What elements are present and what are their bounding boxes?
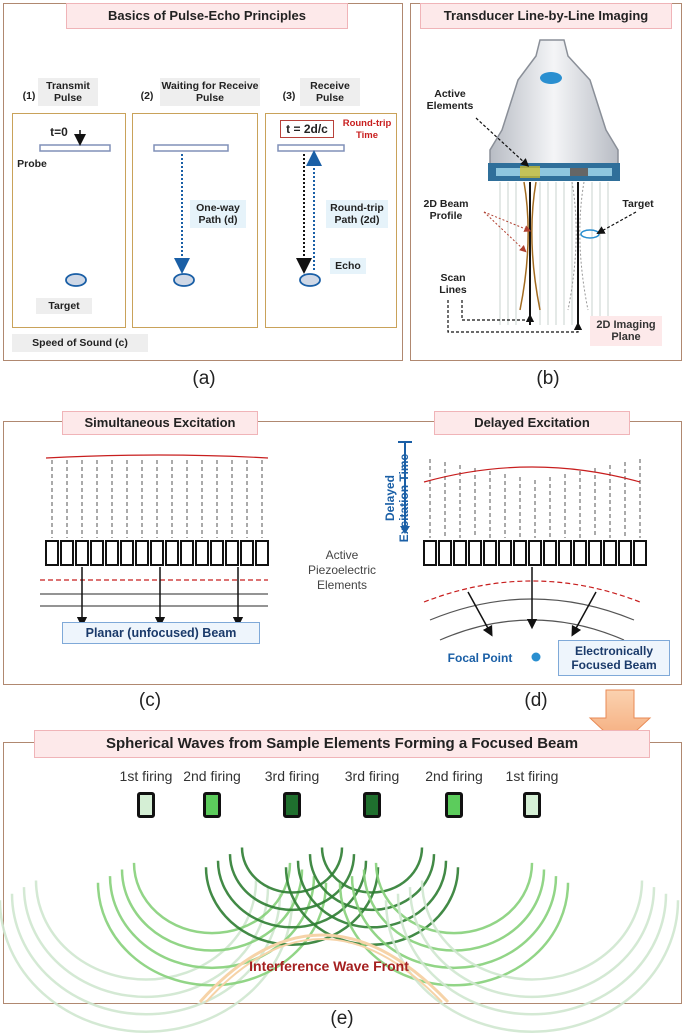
piezo-element — [513, 540, 527, 566]
caption-d: (d) — [524, 690, 548, 711]
planar-label: Planar (unfocused) Beam — [62, 622, 260, 644]
firing-element — [203, 792, 221, 818]
caption-a: (a) — [192, 368, 216, 389]
scan-lines-label: Scan Lines — [439, 272, 467, 296]
imaging-plane-label: 2D Imaging Plane — [590, 316, 662, 346]
probe-label: Probe — [17, 158, 47, 170]
firing-label: 1st firing — [119, 768, 173, 784]
panel-a-title: Basics of Pulse-Echo Principles — [66, 3, 348, 29]
piezo-element — [603, 540, 617, 566]
piezo-element — [453, 540, 467, 566]
piezo-element — [225, 540, 239, 566]
step1-label: Transmit Pulse — [38, 78, 98, 106]
one-way-label: One-way Path (d) — [190, 200, 246, 228]
piezo-element — [573, 540, 587, 566]
step1-num: (1) — [22, 90, 36, 102]
piezo-element — [210, 540, 224, 566]
round-trip-path-label: Round-trip Path (2d) — [326, 200, 388, 228]
piezo-element — [255, 540, 269, 566]
piezo-element — [543, 540, 557, 566]
piezo-element — [618, 540, 632, 566]
firing-element — [137, 792, 155, 818]
piezo-element — [468, 540, 482, 566]
piezo-element — [240, 540, 254, 566]
target-b-label: Target — [622, 198, 654, 210]
t-round-label: t = 2d/c — [280, 120, 334, 138]
piezo-label: Active Piezoelectric Elements — [307, 548, 377, 592]
interference-label: Interference Wave Front — [249, 958, 409, 974]
piezo-element — [135, 540, 149, 566]
firing-label: 3rd firing — [264, 768, 320, 784]
probe-bar-2 — [153, 144, 229, 152]
piezo-element — [90, 540, 104, 566]
piezo-element — [438, 540, 452, 566]
target-1 — [65, 273, 87, 287]
piezo-element — [633, 540, 647, 566]
piezo-element — [483, 540, 497, 566]
piezo-element — [60, 540, 74, 566]
caption-c: (c) — [138, 690, 162, 711]
firing-label: 2nd firing — [183, 768, 241, 784]
panel-b-title: Transducer Line-by-Line Imaging — [420, 3, 672, 29]
piezo-element — [180, 540, 194, 566]
step3-label: Receive Pulse — [300, 78, 360, 106]
active-elements-label: Active Elements — [426, 88, 474, 112]
focused-label: Electronically Focused Beam — [558, 640, 670, 676]
piezo-element — [558, 540, 572, 566]
step1-box — [12, 113, 126, 328]
step2-label: Waiting for Receive Pulse — [160, 78, 260, 106]
speed-label: Speed of Sound (c) — [12, 334, 148, 352]
step3-num: (3) — [282, 90, 296, 102]
step3-box — [265, 113, 397, 328]
piezo-element — [165, 540, 179, 566]
target-3 — [299, 273, 321, 287]
beam-profile-label: 2D Beam Profile — [423, 198, 469, 222]
firing-element — [283, 792, 301, 818]
panel-c-title: Simultaneous Excitation — [62, 411, 258, 435]
piezo-element — [423, 540, 437, 566]
echo-label: Echo — [330, 258, 366, 274]
step2-box — [132, 113, 258, 328]
piezo-element — [150, 540, 164, 566]
panel-e-title: Spherical Waves from Sample Elements For… — [34, 730, 650, 758]
focal-label: Focal Point — [447, 651, 513, 665]
t0-label: t=0 — [50, 125, 68, 139]
firing-element — [363, 792, 381, 818]
panel-cd — [3, 421, 682, 685]
target-label: Target — [36, 298, 92, 314]
target-2 — [173, 273, 195, 287]
piezo-element — [528, 540, 542, 566]
piezo-element — [75, 540, 89, 566]
piezo-element — [195, 540, 209, 566]
round-trip-time-label: Round-trip Time — [342, 118, 392, 141]
firing-label: 3rd firing — [344, 768, 400, 784]
panel-d-title: Delayed Excitation — [434, 411, 630, 435]
piezo-element — [498, 540, 512, 566]
piezo-element — [120, 540, 134, 566]
firing-label: 1st firing — [505, 768, 559, 784]
caption-e: (e) — [330, 1008, 354, 1029]
firing-element — [523, 792, 541, 818]
firing-label: 2nd firing — [425, 768, 483, 784]
piezo-element — [105, 540, 119, 566]
piezo-element — [588, 540, 602, 566]
firing-element — [445, 792, 463, 818]
step2-num: (2) — [140, 90, 154, 102]
caption-b: (b) — [536, 368, 560, 389]
piezo-element — [45, 540, 59, 566]
